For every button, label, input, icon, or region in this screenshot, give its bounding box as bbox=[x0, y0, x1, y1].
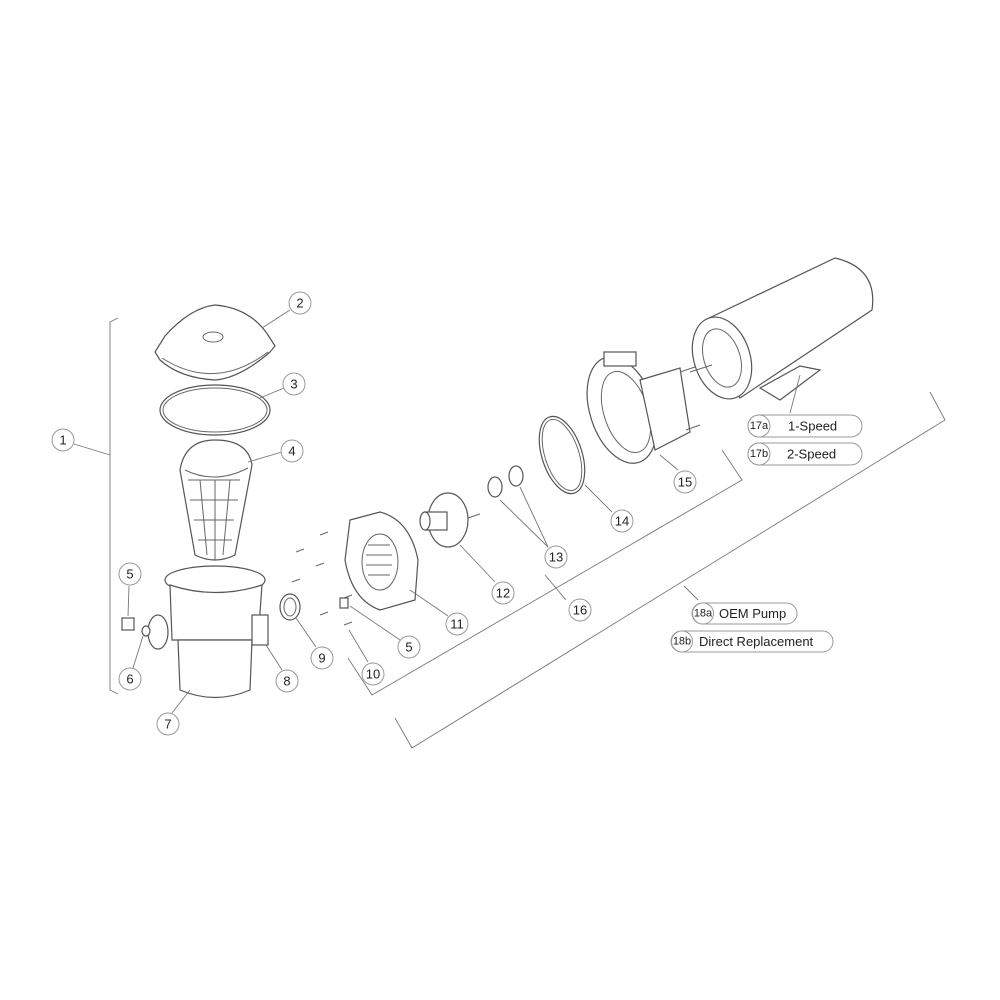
part-motor bbox=[689, 257, 874, 414]
part-strainer-housing bbox=[147, 565, 269, 714]
svg-text:2: 2 bbox=[296, 296, 303, 311]
part-pump-housing bbox=[586, 351, 701, 471]
svg-text:4: 4 bbox=[288, 444, 295, 459]
svg-text:15: 15 bbox=[678, 475, 692, 490]
svg-text:13: 13 bbox=[549, 550, 563, 565]
svg-text:3: 3 bbox=[290, 377, 297, 392]
svg-text:2-Speed: 2-Speed bbox=[787, 447, 836, 462]
callout-5-plate: 5 bbox=[397, 635, 421, 659]
svg-text:18b: 18b bbox=[673, 636, 691, 648]
bracket-18 bbox=[394, 391, 946, 749]
svg-text:1-Speed: 1-Speed bbox=[788, 419, 837, 434]
callout-13: 13 bbox=[544, 545, 568, 569]
callout-4: 4 bbox=[280, 439, 304, 463]
part-screws bbox=[291, 531, 401, 663]
svg-text:7: 7 bbox=[164, 717, 171, 732]
callout-8: 8 bbox=[275, 669, 299, 693]
callout-14: 14 bbox=[610, 509, 634, 533]
svg-text:1: 1 bbox=[59, 433, 66, 448]
variant-17b: 17b 2-Speed bbox=[747, 442, 863, 466]
svg-text:8: 8 bbox=[283, 674, 290, 689]
svg-text:9: 9 bbox=[318, 651, 325, 666]
callout-9: 9 bbox=[310, 646, 334, 670]
svg-text:17b: 17b bbox=[750, 448, 768, 460]
callout-3: 3 bbox=[282, 372, 306, 396]
bracket-16 bbox=[347, 449, 743, 696]
callout-16: 16 bbox=[568, 598, 592, 622]
svg-text:16: 16 bbox=[573, 603, 587, 618]
svg-text:12: 12 bbox=[496, 586, 510, 601]
part-lid-oring bbox=[159, 384, 285, 436]
callout-15: 15 bbox=[673, 470, 697, 494]
part-lid bbox=[154, 304, 291, 381]
callout-10: 10 bbox=[361, 662, 385, 686]
svg-text:OEM Pump: OEM Pump bbox=[719, 606, 786, 621]
svg-text:10: 10 bbox=[366, 667, 380, 682]
part-impeller bbox=[419, 492, 496, 583]
svg-text:Direct Replacement: Direct Replacement bbox=[699, 634, 814, 649]
callout-2: 2 bbox=[288, 291, 312, 315]
callout-5-drain-plug: 5 bbox=[118, 562, 142, 586]
part-housing-oring bbox=[538, 415, 613, 513]
variant-17a: 17a 1-Speed bbox=[747, 414, 863, 438]
svg-text:6: 6 bbox=[126, 672, 133, 687]
part-seal-plate bbox=[344, 511, 449, 617]
callout-7: 7 bbox=[156, 712, 180, 736]
part-shaft-seal bbox=[487, 465, 549, 548]
callout-11: 11 bbox=[445, 612, 469, 636]
variant-18a: 18a OEM Pump bbox=[691, 602, 798, 625]
svg-text:5: 5 bbox=[405, 640, 412, 655]
part-drain-plug bbox=[121, 585, 151, 669]
part-basket bbox=[179, 439, 283, 561]
svg-text:17a: 17a bbox=[750, 420, 769, 432]
part-gasket bbox=[279, 593, 317, 648]
callout-6: 6 bbox=[118, 667, 142, 691]
bracket-1 bbox=[73, 317, 119, 695]
variant-18b: 18b Direct Replacement bbox=[670, 630, 834, 653]
svg-text:18a: 18a bbox=[694, 608, 713, 620]
callout-12: 12 bbox=[491, 581, 515, 605]
svg-text:5: 5 bbox=[126, 567, 133, 582]
svg-text:14: 14 bbox=[615, 514, 629, 529]
callout-1: 1 bbox=[51, 428, 75, 452]
svg-text:11: 11 bbox=[450, 617, 464, 632]
